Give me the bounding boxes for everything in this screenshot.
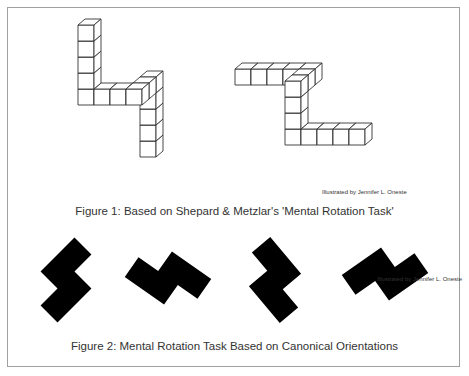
picture-frame: [7, 7, 460, 367]
cube-face: [365, 123, 372, 145]
cube-face: [317, 129, 333, 145]
cube-face: [333, 129, 349, 145]
black-shape: [125, 238, 212, 319]
black-shape: [342, 234, 429, 315]
canonical-shapes: [24, 234, 429, 323]
cube-face: [149, 77, 156, 99]
cube-face: [267, 69, 283, 85]
cube-face: [301, 75, 308, 97]
figure-caption: Figure 2: Mental Rotation Task Based on …: [71, 340, 398, 352]
cube-figures: [78, 19, 372, 157]
illustrator-credit: Illustrated by Jennifer L. Oneste: [322, 189, 407, 195]
cube-face: [94, 19, 101, 41]
cube-face: [140, 141, 156, 157]
cube-face: [78, 41, 94, 57]
cube-face: [235, 69, 251, 85]
cube-face: [78, 89, 94, 105]
cube-face: [285, 129, 301, 145]
cube-face: [78, 57, 94, 73]
cube-face: [285, 81, 301, 97]
cube-face: [140, 109, 156, 125]
cube-face: [349, 129, 365, 145]
cube-face: [94, 89, 110, 105]
black-shape: [24, 238, 109, 323]
cube-face: [140, 125, 156, 141]
cube-face: [156, 71, 163, 93]
illustrator-credit: Illustrated by Jennifer L. Oneste: [377, 276, 462, 282]
cube-face: [78, 25, 94, 41]
cube-face: [315, 63, 322, 85]
cube-face: [142, 83, 149, 105]
cube-face: [285, 97, 301, 113]
black-shape: [233, 237, 316, 323]
cube-face: [251, 69, 267, 85]
figure-caption: Figure 1: Based on Shepard & Metzlar's '…: [75, 205, 393, 217]
cube-face: [78, 73, 94, 89]
cube-face: [301, 129, 317, 145]
cube-face: [308, 69, 315, 91]
cube-face: [126, 89, 142, 105]
cube-face: [110, 89, 126, 105]
cube-face: [285, 113, 301, 129]
